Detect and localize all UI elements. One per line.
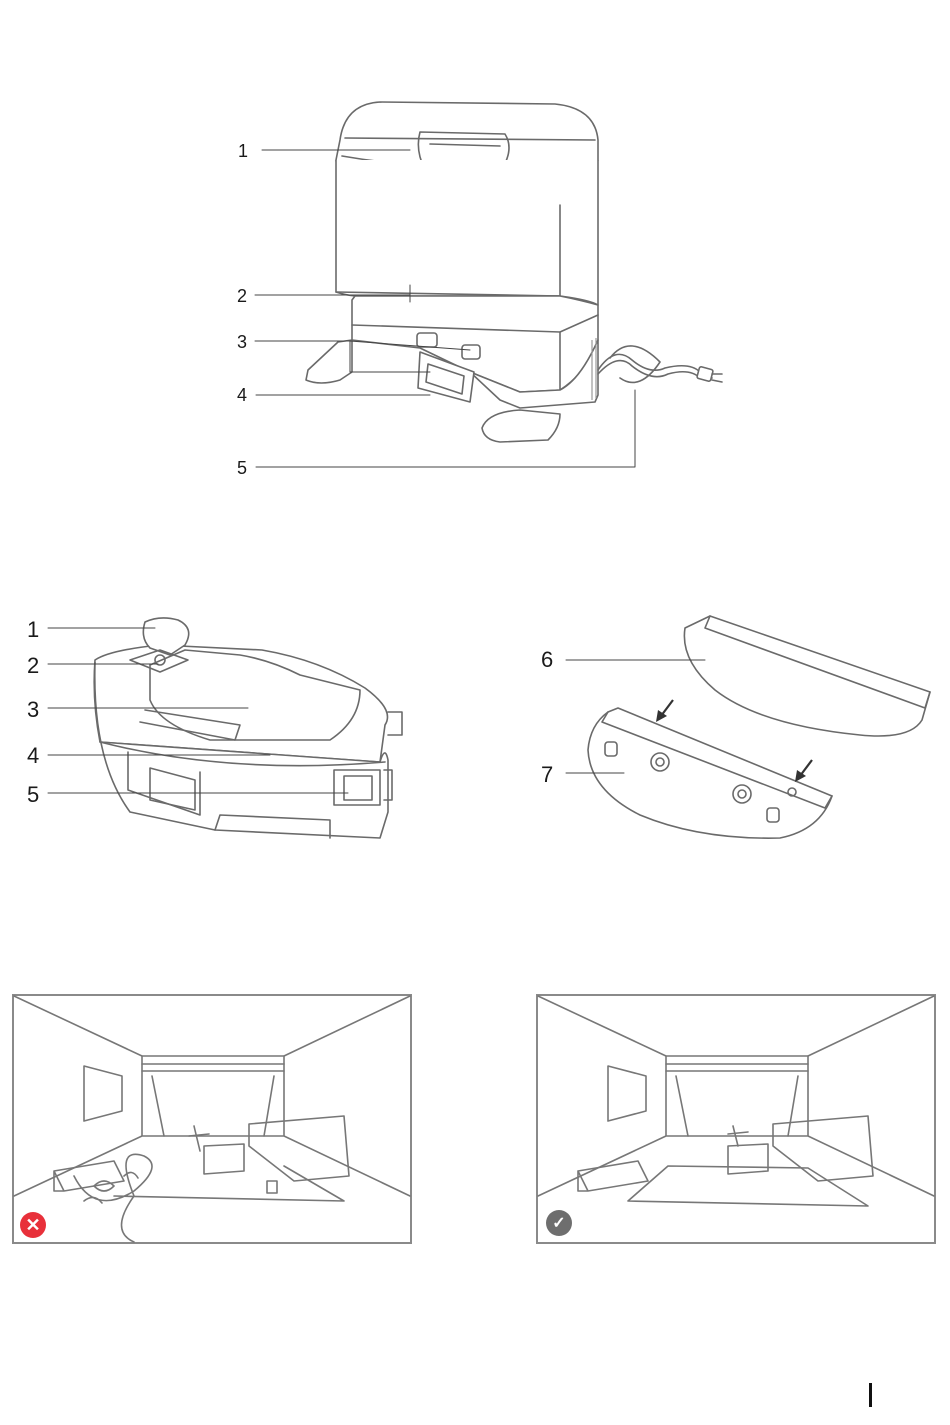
tidy-room-illustration [538,996,934,1242]
mop-callout-7: 7 [541,764,553,786]
scene-correct: ✓ [536,994,936,1244]
scene-incorrect: ✕ [12,994,412,1244]
check-icon: ✓ [546,1210,572,1236]
mop-illustration [0,0,950,900]
cluttered-room-illustration [14,996,410,1242]
cross-icon: ✕ [20,1212,46,1238]
page-marker [869,1383,872,1407]
mop-callout-6: 6 [541,649,553,671]
